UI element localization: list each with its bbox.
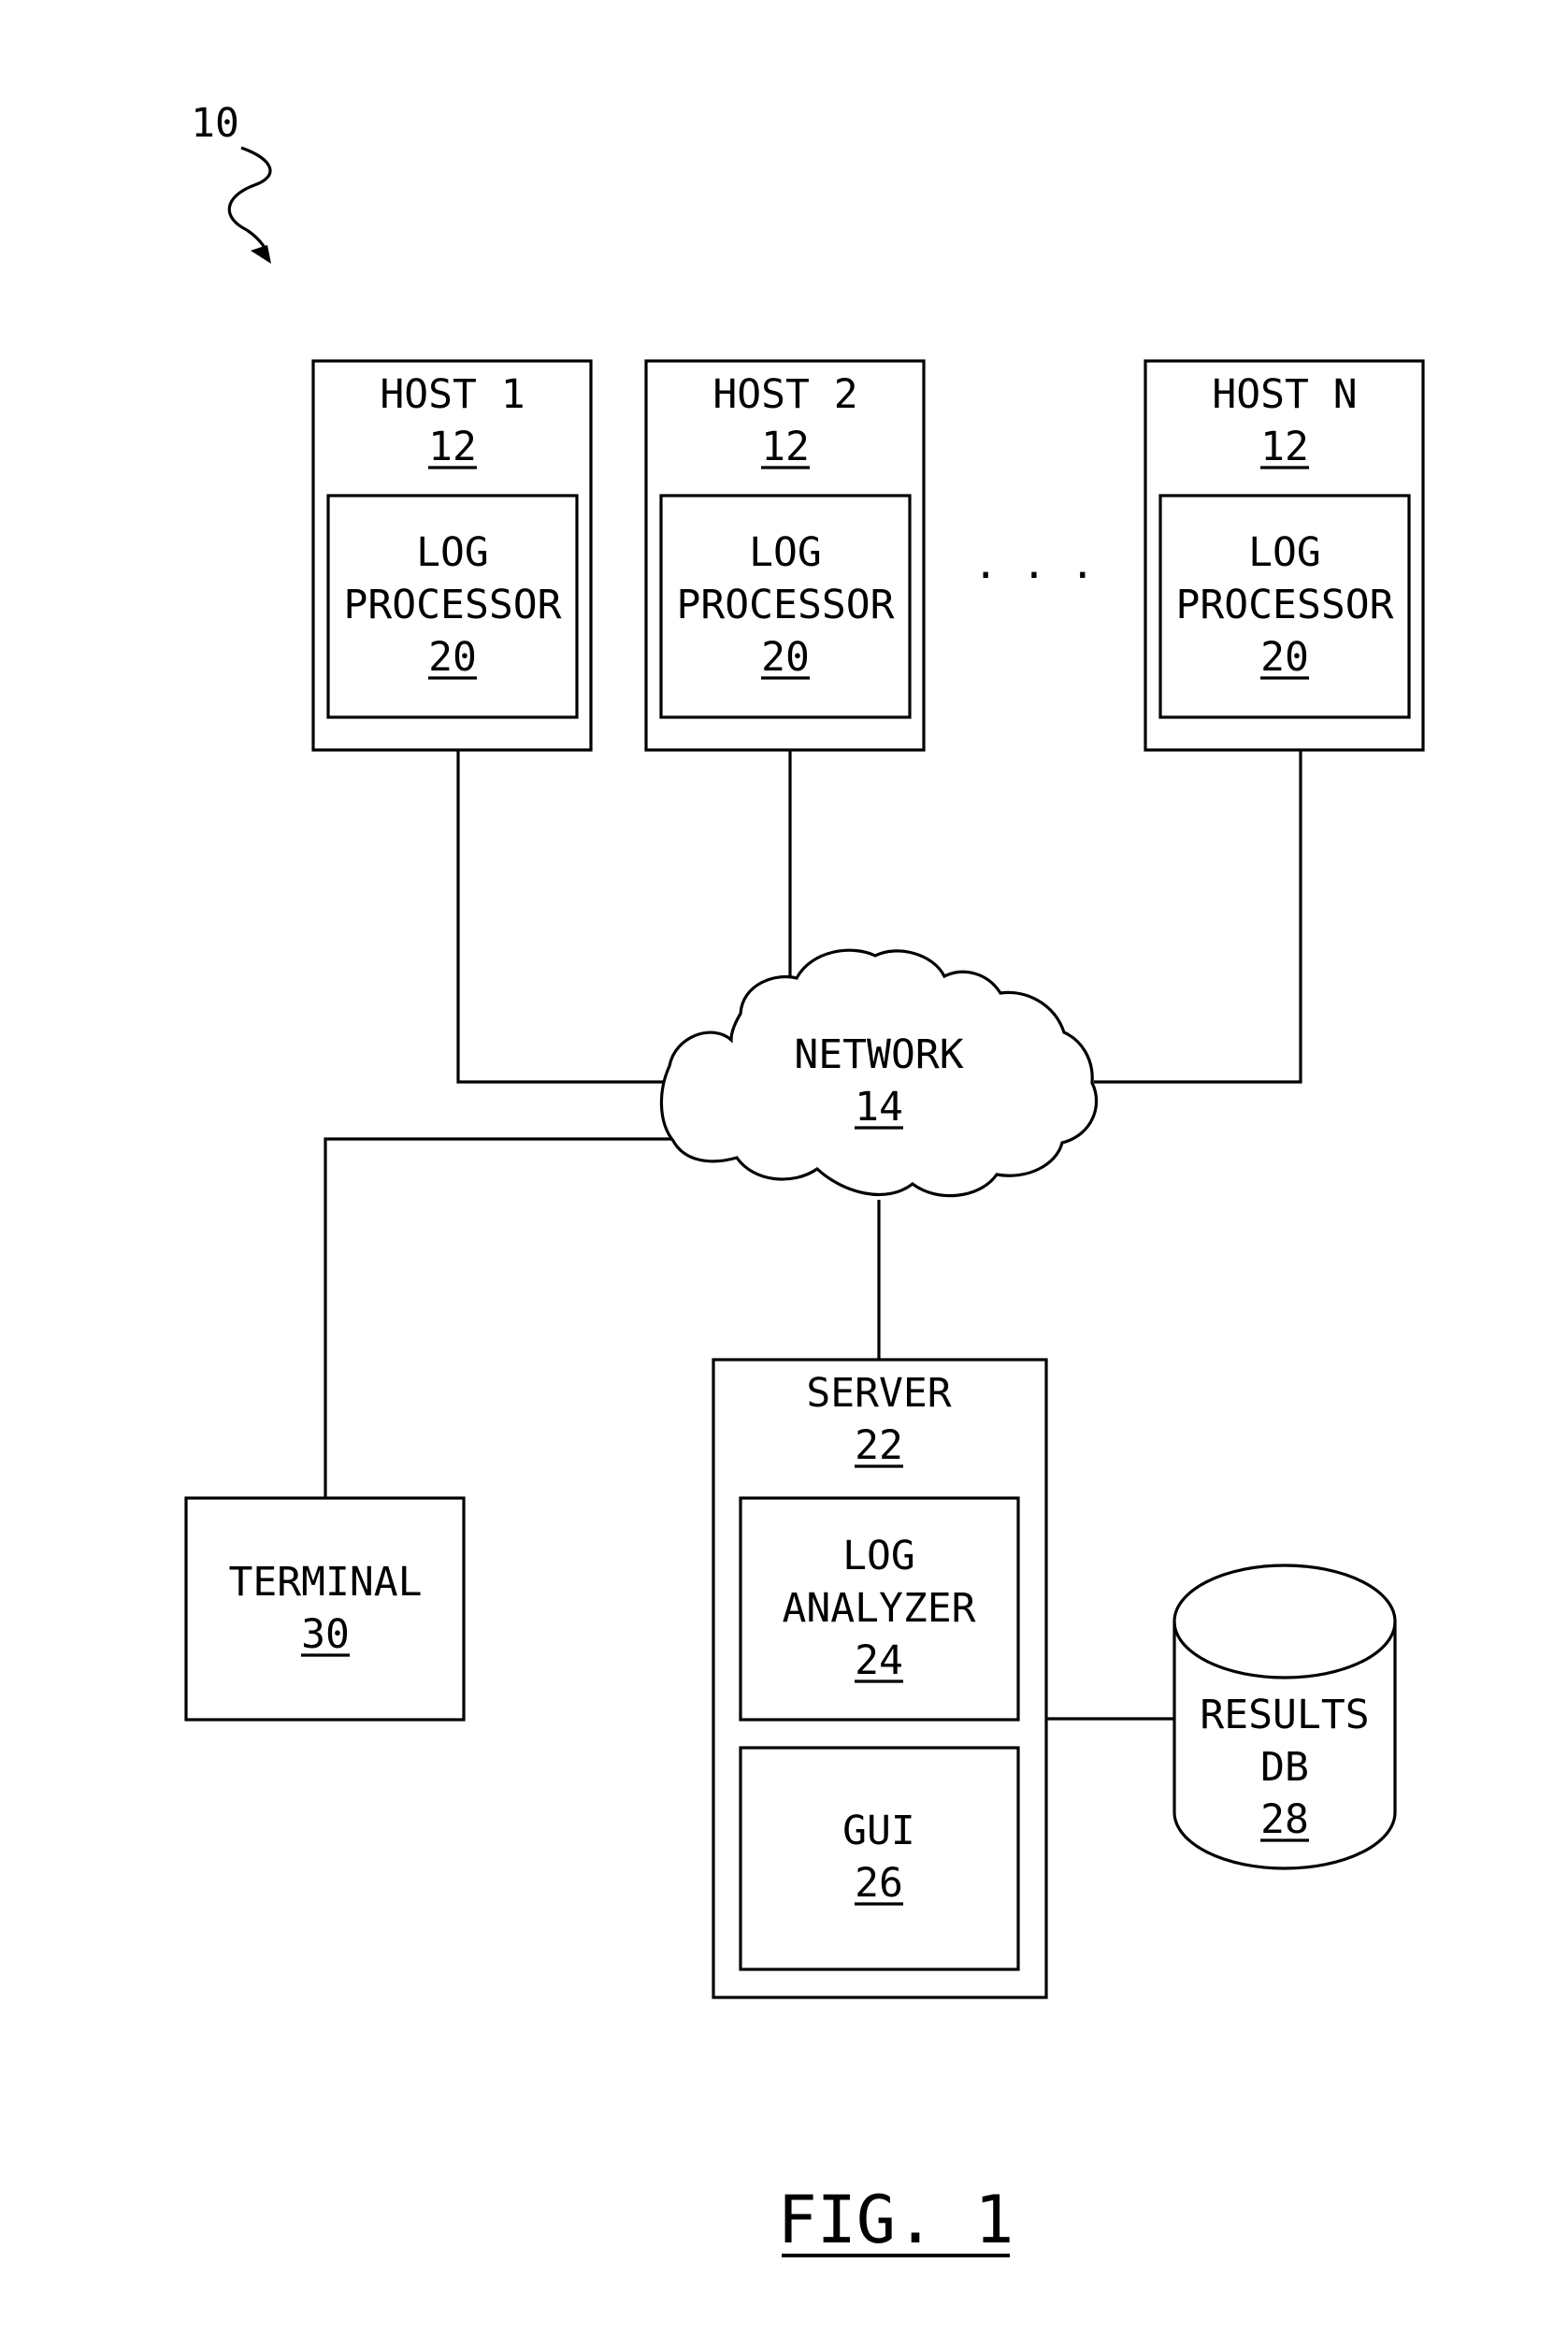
figure-reference-number: 10 — [191, 100, 239, 147]
results-db-line2: DB — [1260, 1744, 1309, 1791]
host-1-log-processor: LOG PROCESSOR 20 — [328, 496, 577, 717]
host-n-log-processor-line2: PROCESSOR — [1176, 582, 1394, 628]
host-2-log-processor: LOG PROCESSOR 20 — [661, 496, 910, 717]
host-n-title: HOST N — [1212, 371, 1357, 418]
host-n-ref: 12 — [1260, 424, 1309, 470]
figure-caption: FIG. 1 — [778, 2182, 1014, 2258]
host-2-log-processor-line1: LOG — [749, 529, 822, 576]
log-analyzer-line2: ANALYZER — [782, 1585, 975, 1632]
results-db-line1: RESULTS — [1200, 1692, 1369, 1738]
log-analyzer-line1: LOG — [842, 1533, 915, 1579]
terminal: TERMINAL 30 — [186, 1498, 464, 1720]
host-2-ref: 12 — [761, 424, 810, 470]
results-db-cylinder-top — [1174, 1565, 1395, 1678]
terminal-box — [186, 1498, 464, 1720]
figure-reference-arrowhead — [251, 245, 271, 264]
network-to-terminal-line — [325, 1139, 673, 1498]
host-1-log-processor-line1: LOG — [416, 529, 489, 576]
figure-reference-arrow — [229, 148, 270, 252]
host-n: HOST N 12 LOG PROCESSOR 20 — [1145, 361, 1423, 750]
terminal-label: TERMINAL — [228, 1559, 422, 1606]
server: SERVER 22 LOG ANALYZER 24 GUI 26 — [713, 1360, 1046, 1997]
terminal-ref: 30 — [301, 1611, 350, 1658]
host-1-log-processor-ref: 20 — [428, 634, 477, 681]
gui: GUI 26 — [741, 1748, 1018, 1969]
host-n-to-network-line — [1094, 750, 1301, 1082]
host-n-log-processor-ref: 20 — [1260, 634, 1309, 681]
host-n-log-processor: LOG PROCESSOR 20 — [1160, 496, 1409, 717]
results-db-ref: 28 — [1260, 1796, 1309, 1843]
network-label: NETWORK — [794, 1031, 963, 1078]
host-2: HOST 2 12 LOG PROCESSOR 20 — [646, 361, 924, 750]
host-1-title: HOST 1 — [380, 371, 525, 418]
host-1-to-network-line — [458, 750, 671, 1082]
host-1-log-processor-line2: PROCESSOR — [344, 582, 562, 628]
log-analyzer: LOG ANALYZER 24 — [741, 1498, 1018, 1720]
connection-lines — [325, 750, 1301, 1719]
host-1: HOST 1 12 LOG PROCESSOR 20 — [313, 361, 591, 750]
network: NETWORK 14 — [661, 950, 1096, 1195]
host-2-log-processor-ref: 20 — [761, 634, 810, 681]
host-n-log-processor-line1: LOG — [1248, 529, 1321, 576]
network-ref: 14 — [855, 1084, 903, 1131]
ellipsis: . . . — [973, 541, 1094, 588]
figure-caption-group: FIG. 1 — [778, 2182, 1014, 2258]
host-1-ref: 12 — [428, 424, 477, 470]
server-label: SERVER — [806, 1370, 951, 1417]
gui-label: GUI — [842, 1808, 915, 1854]
log-analyzer-ref: 24 — [855, 1637, 903, 1684]
gui-box — [741, 1748, 1018, 1969]
results-db: RESULTS DB 28 — [1174, 1565, 1395, 1868]
host-2-title: HOST 2 — [712, 371, 857, 418]
gui-ref: 26 — [855, 1860, 903, 1907]
host-2-log-processor-line2: PROCESSOR — [677, 582, 895, 628]
server-ref: 22 — [855, 1422, 903, 1469]
